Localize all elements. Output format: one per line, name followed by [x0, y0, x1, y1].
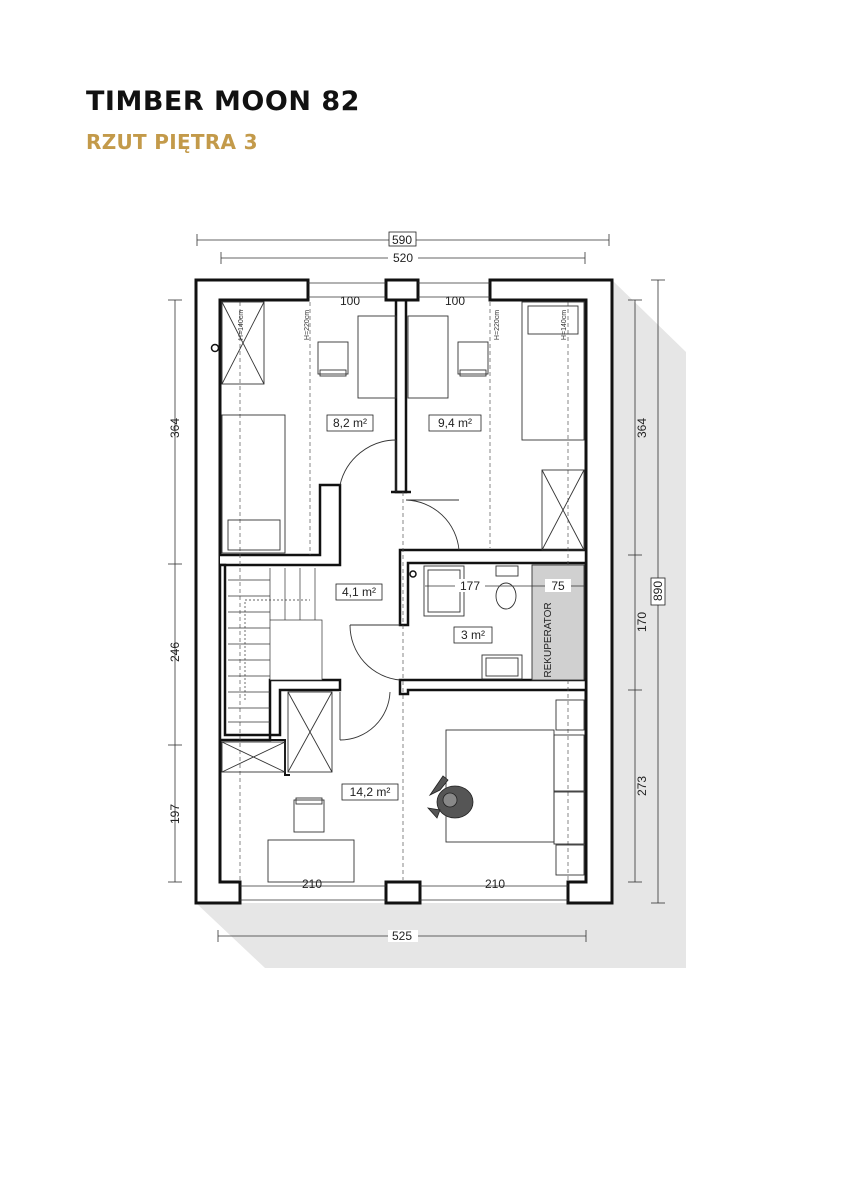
dim-bath-width: 177 — [460, 579, 480, 593]
dim-right-mid: 170 — [635, 612, 649, 632]
area-bedroom-right: 9,4 m² — [438, 416, 472, 430]
area-bedroom-bottom: 14,2 m² — [350, 785, 391, 799]
doors — [339, 439, 460, 741]
dim-left-mid: 246 — [168, 642, 182, 662]
dim-window-right: 100 — [445, 294, 465, 308]
dim-bottom-right: 210 — [485, 877, 505, 891]
dim-left-top: 364 — [168, 418, 182, 438]
recuperator-label: REKUPERATOR — [543, 602, 554, 677]
page-title: TIMBER MOON 82 — [86, 86, 360, 117]
fixture-icon — [409, 570, 417, 578]
area-bedroom-left: 8,2 m² — [333, 416, 367, 430]
area-hall: 4,1 m² — [342, 585, 376, 599]
dim-bottom-left: 210 — [302, 877, 322, 891]
height-label-left-a: H=140cm — [238, 310, 245, 340]
dim-right-bottom: 273 — [635, 776, 649, 796]
height-label-right-a: H=220cm — [494, 310, 501, 340]
fixture-icon — [210, 343, 220, 353]
height-label-left-b: H=220cm — [304, 310, 311, 340]
furniture — [221, 301, 585, 883]
windows — [240, 282, 568, 901]
dim-right-total: 890 — [651, 581, 665, 601]
page-subtitle: RZUT PIĘTRA 3 — [86, 130, 258, 154]
height-label-right-b: H=140cm — [561, 310, 568, 340]
area-bathroom: 3 m² — [461, 628, 485, 642]
dim-right-top: 364 — [635, 418, 649, 438]
walls — [194, 278, 614, 905]
area-labels: 8,2 m² 9,4 m² 4,1 m² 3 m² 14,2 m² — [326, 414, 493, 801]
plan-shadow — [196, 280, 686, 968]
dim-window-left: 100 — [340, 294, 360, 308]
person-icon — [426, 775, 474, 819]
dim-top-inner: 520 — [393, 251, 413, 265]
dim-top-outer: 590 — [392, 233, 412, 247]
dim-left-bottom: 197 — [168, 804, 182, 824]
dim-recup-width: 75 — [551, 579, 565, 593]
dim-bottom-total: 525 — [392, 929, 412, 943]
